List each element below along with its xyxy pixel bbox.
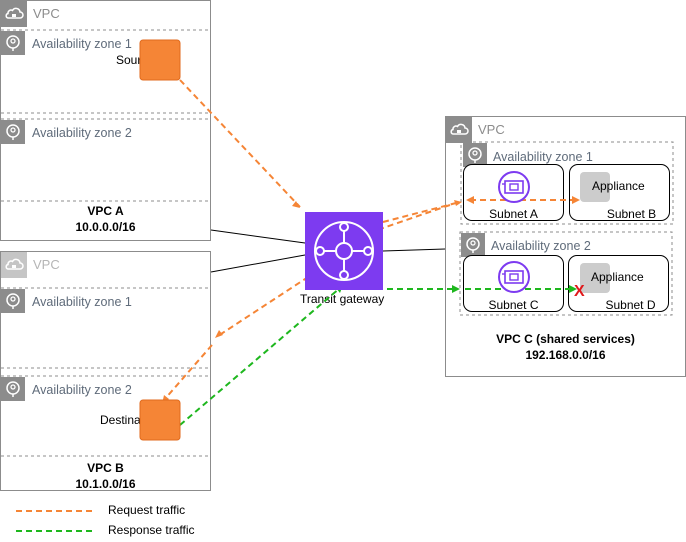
vpc-b-az2-label: Availability zone 2 [32,383,132,397]
legend [16,510,94,532]
drop-marker: X [574,283,585,300]
vpc-a-name: VPC A [87,204,124,218]
appliance-b-text: Appliance [592,179,645,193]
location-pin-icon [1,289,25,313]
transit-gateway-icon[interactable] [305,212,383,290]
vpc-b-cidr: 10.1.0.0/16 [75,477,136,491]
legend-request-label: Request traffic [108,503,186,517]
vpc-a-caption: VPC A 10.0.0.0/16 [1,203,210,235]
subnet-d-label: Subnet D [605,298,656,312]
appliance-b-box[interactable] [580,172,610,202]
subnet-c-label: Subnet C [488,298,539,312]
transit-gateway-label: Transit gateway [300,292,385,306]
request-path-to-vpc-c [382,200,462,223]
source-instance[interactable] [139,39,181,81]
location-pin-icon [463,143,487,167]
subnet-a-label: Subnet A [489,207,538,221]
vpc-b: VPC VPC B 10.1.0.0/16 [0,251,211,491]
vpc-b-az1-label: Availability zone 1 [32,295,132,309]
response-path [179,285,577,426]
appliance-d-text: Appliance [591,270,644,284]
vpc-c-az2-label: Availability zone 2 [491,239,591,253]
az-separators [1,29,674,457]
request-path-source [179,79,301,208]
network-interface-icon [498,261,530,293]
vpc-tag-label: VPC [33,6,60,21]
vpc-a-az2-label: Availability zone 2 [32,126,132,140]
vpc-tag-label: VPC [33,257,60,272]
location-pin-icon [1,120,25,144]
vpc-c-name: VPC C (shared services) [496,332,635,346]
location-pin-icon [461,233,485,257]
vpc-a-cidr: 10.0.0.0/16 [75,220,136,234]
appliance-d-box[interactable] [580,263,610,293]
vpc-a-az1-label: Availability zone 1 [32,37,132,51]
vpc-b-caption: VPC B 10.1.0.0/16 [1,460,210,492]
vpc-cloud-icon [1,1,27,27]
location-pin-icon [1,31,25,55]
location-pin-icon [1,377,25,401]
subnet-b-label: Subnet B [606,207,657,221]
legend-response-label: Response traffic [108,523,195,537]
vpc-c-az1-label: Availability zone 1 [493,150,593,164]
vpc-c-caption: VPC C (shared services) 192.168.0.0/16 [446,331,685,363]
vpc-cloud-icon [1,252,27,278]
network-interface-icon [498,171,530,203]
tgw-attachments [210,229,446,273]
vpc-cloud-icon [446,117,472,143]
vpc-b-name: VPC B [87,461,124,475]
destination-instance[interactable] [139,399,181,441]
vpc-c-cidr: 192.168.0.0/16 [525,348,606,362]
vpc-tag-label: VPC [478,122,505,137]
